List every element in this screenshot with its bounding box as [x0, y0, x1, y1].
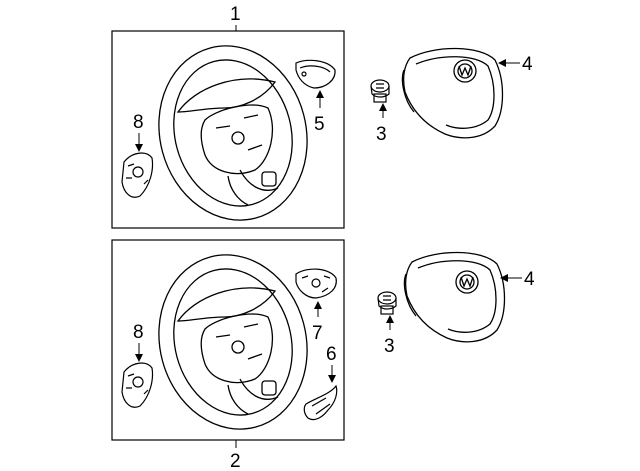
callout-2: 2 [230, 451, 241, 471]
part-5-cover [295, 59, 336, 89]
callout-1: 1 [230, 4, 241, 25]
callout-6: 6 [326, 344, 337, 365]
assembly-box-bottom [111, 239, 345, 441]
part-3-bolt-top [370, 79, 390, 103]
callout-3-top: 3 [376, 124, 387, 145]
part-6-trim [303, 384, 338, 421]
part-4-airbag-top [401, 47, 504, 139]
callout-4-bottom: 4 [524, 269, 535, 290]
part-7-switch [295, 268, 337, 299]
callout-7: 7 [312, 323, 323, 344]
callout-5: 5 [314, 114, 325, 135]
part-4-airbag-bottom [403, 251, 506, 343]
callout-3-bottom: 3 [384, 336, 395, 357]
steering-wheel-top [158, 45, 308, 221]
steering-wheel-bottom [158, 254, 308, 430]
part-8-switch-bottom [121, 362, 154, 408]
assembly-box-top [111, 30, 345, 229]
callout-8-top: 8 [133, 112, 144, 133]
callout-4-top: 4 [522, 54, 533, 75]
callout-8-bottom: 8 [133, 322, 144, 343]
part-3-bolt-bottom [377, 291, 397, 315]
part-8-switch-top [121, 152, 154, 198]
